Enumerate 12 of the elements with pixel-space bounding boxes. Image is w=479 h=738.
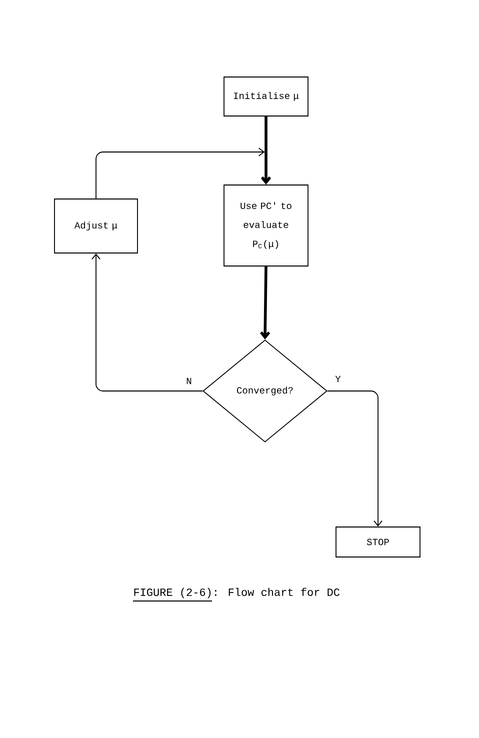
- arrow: [260, 116, 272, 185]
- process-box: Adjust μ: [54, 198, 138, 254]
- process-box: Use PC′ to evaluate P$_{C}$(μ): [224, 184, 308, 266]
- edge-label: Y: [334, 374, 342, 384]
- process-box: STOP: [336, 526, 420, 558]
- caption: FIGURE (2-6): Flow chart for DC: [134, 588, 340, 598]
- process-box: Initialise μ: [224, 76, 308, 116]
- arrow: [260, 266, 270, 340]
- arrow: [92, 253, 203, 392]
- edge-label: N: [185, 376, 193, 386]
- arrow: [96, 148, 270, 199]
- arrow: [327, 390, 382, 527]
